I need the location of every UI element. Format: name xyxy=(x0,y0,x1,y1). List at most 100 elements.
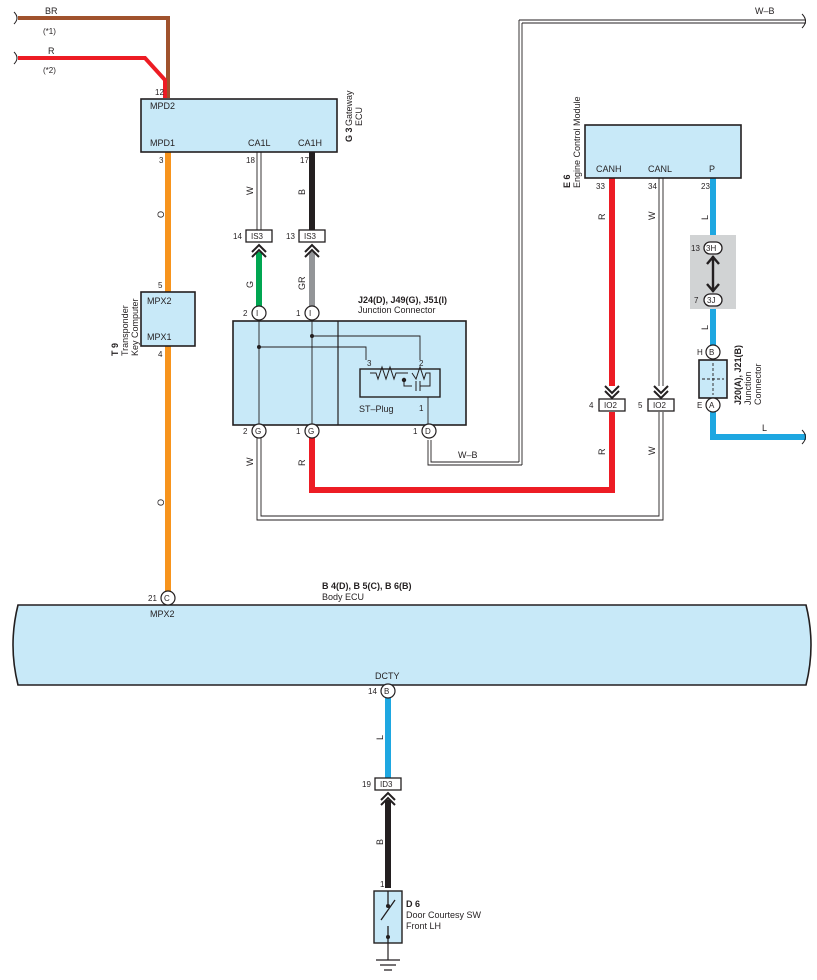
gateway-ca1l-label: CA1L xyxy=(248,138,271,148)
l-wire-p-label: L xyxy=(700,215,710,220)
door-sw-name: Door Courtesy SW xyxy=(406,910,482,920)
jc2-pin-e-num: E xyxy=(697,401,702,410)
r-wire-jc-out-label: R xyxy=(297,459,307,466)
w-wire-ca1l xyxy=(256,152,262,230)
jc-junction-dot-1 xyxy=(257,345,261,349)
wb-wire-top-label: W–B xyxy=(755,6,775,16)
r-wire-note: (*2) xyxy=(43,66,56,75)
is3-left-arrow xyxy=(251,243,267,258)
w-wire-loop xyxy=(256,412,664,521)
ecm-pin-canl: 34 xyxy=(648,182,657,191)
io2-right-code: IO2 xyxy=(653,401,666,410)
io2-right-connector xyxy=(647,398,675,412)
is3-left-pin: 14 xyxy=(233,232,242,241)
w-wire-canl xyxy=(658,178,664,386)
st-plug-pin1: 1 xyxy=(419,404,424,413)
br-wire-label: BR xyxy=(45,6,58,16)
body-ecu-pin-mpx2-letter: C xyxy=(164,594,170,603)
ecm-name: Engine Control Module xyxy=(572,96,582,188)
short-pin-3j-num: 7 xyxy=(694,296,699,305)
jc-pin-d xyxy=(421,423,437,439)
o-wire-label-upper: O xyxy=(156,211,166,218)
jc2-pin-h-letter: B xyxy=(709,348,714,357)
body-ecu-pin-dcty-letter: B xyxy=(384,687,389,696)
st-plug-resistors xyxy=(370,365,431,391)
gateway-name2: ECU xyxy=(354,107,364,126)
jc-pin-g2 xyxy=(304,423,320,439)
r-wire-break xyxy=(13,51,18,65)
gateway-pin-mpd1: 3 xyxy=(159,156,164,165)
jc-pin-g1-num: 2 xyxy=(243,427,248,436)
id3-pin: 19 xyxy=(362,780,371,789)
is3-right-connector xyxy=(298,229,326,243)
jc-pin-i2-num: 1 xyxy=(296,309,301,318)
ground-icon xyxy=(376,943,400,971)
jc-pin-i2 xyxy=(304,305,320,321)
r-wire-label: R xyxy=(48,46,55,56)
jc-junction-dot-2 xyxy=(310,334,314,338)
short-pin-3h-label: 3H xyxy=(706,244,716,253)
transponder-id: T 9 xyxy=(110,343,120,356)
jc-pin-g1-letter: G xyxy=(255,427,261,436)
gateway-name: Gateway xyxy=(344,90,354,126)
st-plug-dot xyxy=(401,377,407,383)
jc-pin-g1 xyxy=(251,423,267,439)
wb-wire-vertical xyxy=(518,20,523,465)
st-plug-pin3: 3 xyxy=(367,359,372,368)
jc-pin-g2-num: 1 xyxy=(296,427,301,436)
jc-title: J24(D), J49(G), J51(I) xyxy=(358,295,447,305)
w-wire-canl-label: W xyxy=(647,211,657,220)
w-wire-ca1l-label: W xyxy=(245,186,255,195)
l-wire-dcty-label: L xyxy=(375,735,385,740)
is3-right-arrow xyxy=(304,243,320,258)
short-pin-link xyxy=(706,255,720,293)
gateway-pin-mpd2: 12 xyxy=(155,88,164,97)
door-sw-id: D 6 xyxy=(406,899,420,909)
l-wire-break xyxy=(801,429,806,445)
body-ecu-mpx2-label: MPX2 xyxy=(150,609,175,619)
id3-code: ID3 xyxy=(380,780,393,789)
gateway-ca1h-label: CA1H xyxy=(298,138,322,148)
io2-left-code: IO2 xyxy=(604,401,617,410)
is3-left-code: IS3 xyxy=(251,232,264,241)
wb-wire-jc-label: W–B xyxy=(458,450,478,460)
door-sw-dot-top xyxy=(386,904,390,908)
jc2-subtitle2: Connector xyxy=(753,363,763,405)
id3-arrow xyxy=(380,791,396,806)
jc-box xyxy=(232,320,467,426)
r-wire-canh-label: R xyxy=(597,213,607,220)
io2-left-arrow xyxy=(604,385,620,400)
wb-wire-top xyxy=(519,19,806,24)
door-sw-dot-bottom xyxy=(386,935,390,939)
transponder-mpx2-label: MPX2 xyxy=(147,296,172,306)
gateway-ecu-box xyxy=(140,98,338,153)
ecm-pin-p: 23 xyxy=(701,182,710,191)
jc2-title: J20(A), J21(B) xyxy=(733,345,743,405)
l-wire-right-label: L xyxy=(762,423,767,433)
transponder-pin-mpx1: 4 xyxy=(158,350,163,359)
door-sw-contacts xyxy=(380,891,396,943)
br-wire xyxy=(18,16,170,98)
jc2-subtitle: Junction xyxy=(743,371,753,405)
gateway-mpd2-label: MPD2 xyxy=(150,101,175,111)
st-plug-pin2: 2 xyxy=(419,359,424,368)
jc2-pin-e xyxy=(705,397,721,413)
br-wire-note: (*1) xyxy=(43,27,56,36)
ecm-canh-label: CANH xyxy=(596,164,622,174)
jc-pin-i1-letter: I xyxy=(256,309,258,318)
wb-wire-break xyxy=(801,13,806,29)
r-wire-canh-low-label: R xyxy=(597,448,607,455)
r-wire xyxy=(18,56,167,98)
body-ecu-pin-dcty-num: 14 xyxy=(368,687,377,696)
g-wire-label: G xyxy=(245,281,255,288)
st-plug-label: ST–Plug xyxy=(359,404,394,414)
jc-pin-i1 xyxy=(251,305,267,321)
ecm-pin-canh: 33 xyxy=(596,182,605,191)
gateway-pin-ca1l: 18 xyxy=(246,156,255,165)
io2-left-pin: 4 xyxy=(589,401,594,410)
body-ecu-pin-mpx2 xyxy=(160,590,176,606)
body-ecu-dcty-label: DCTY xyxy=(375,671,400,681)
is3-right-code: IS3 xyxy=(304,232,317,241)
transponder-name: Transponder xyxy=(120,305,130,356)
